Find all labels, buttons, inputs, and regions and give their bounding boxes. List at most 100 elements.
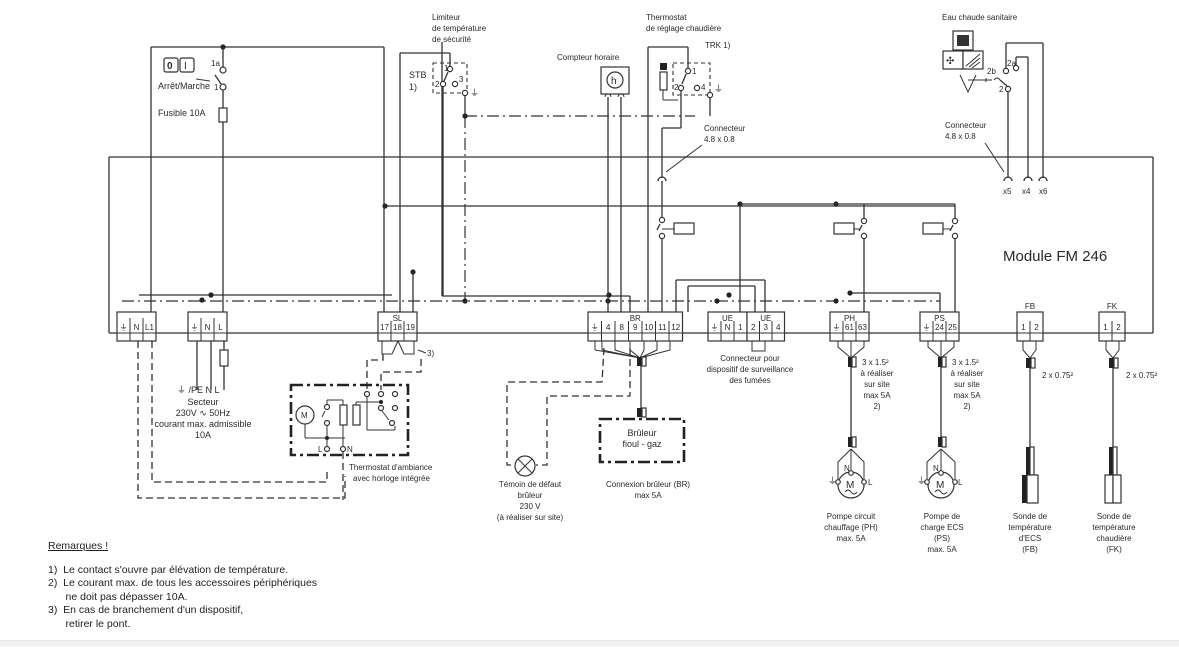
terminal-pin: 19	[406, 323, 415, 332]
pump-ps-motor: M	[936, 480, 944, 491]
trk-title-2: de réglage chaudière	[646, 24, 722, 33]
switch-label: Arrêt/Marche	[158, 81, 210, 91]
terminal-pin: 11	[658, 323, 667, 332]
terminal-name: FK	[1107, 302, 1118, 311]
terminal-name: BR	[630, 314, 641, 323]
remark-3: 3) En cas de branchement d'un dispositif…	[48, 604, 244, 630]
terminal-pin: N	[134, 323, 140, 332]
stb-title-1: Limiteur	[432, 13, 461, 22]
pump-ph-n: N	[844, 464, 850, 473]
flue-connector-1: Connecteur pour	[720, 354, 780, 363]
ground-icon: ⏚	[917, 476, 926, 486]
relay-ps	[922, 204, 959, 312]
terminal-pin: 4	[776, 323, 781, 332]
terminal-pin: 1	[1103, 323, 1108, 332]
svg-text:2): 2)	[963, 402, 970, 411]
terminal-pin: 1	[1021, 323, 1026, 332]
remarks-section: Remarques ! 1) Le contact s'ouvre par él…	[48, 540, 317, 631]
sensor-fk-4: (FK)	[1106, 545, 1122, 554]
cable-ph-label: 3 x 1.5² à réaliser sur site max 5A 2)	[861, 358, 894, 411]
svg-text:✣: ✣	[946, 56, 954, 67]
dhw-contact-2a: 2a	[1007, 59, 1016, 68]
fault-lamp-2: brûleur	[518, 491, 543, 500]
burner-caption-1: Connexion brûleur (BR)	[606, 480, 690, 489]
terminal-name: SL	[393, 314, 403, 323]
room-thermostat-motor: M	[301, 411, 308, 420]
terminal-pin: ⏚	[833, 323, 841, 332]
pump-ps	[924, 341, 958, 499]
terminal-pin: ⏚	[923, 323, 931, 332]
terminal-pin: ⏚	[591, 323, 599, 332]
cable-fk-label: 2 x 0.75²	[1126, 371, 1157, 380]
mains-wires	[196, 341, 229, 390]
mains-line-4: 10A	[195, 430, 211, 440]
sensor-fk-2: température	[1092, 523, 1136, 532]
room-thermostat-label-1: Thermostat d'ambiance	[349, 463, 433, 472]
pump-ph	[835, 341, 867, 499]
stb-note: 1)	[409, 82, 417, 92]
terminal-pin: L	[218, 323, 223, 332]
flue-connector-2: dispositif de surveillance	[707, 365, 794, 374]
stb-contact-3: 3	[459, 75, 464, 84]
terminal-pin: N	[725, 323, 731, 332]
terminal-name: UE	[722, 314, 733, 323]
terminal-pin: 2	[1116, 323, 1121, 332]
fuse-label: Fusible 10A	[158, 108, 206, 118]
terminal-pin: 25	[948, 323, 957, 332]
bus-lines	[122, 42, 955, 302]
sensor-fk	[1104, 341, 1122, 504]
off-label: 0	[167, 61, 173, 72]
terminal-pin: 61	[845, 323, 854, 332]
cable-fb-label: 2 x 0.75²	[1042, 371, 1073, 380]
horizontal-scrollbar[interactable]	[0, 640, 1179, 647]
room-thermostat-label-2: avec horloge intégrée	[353, 474, 430, 483]
room-thermostat-l: L	[318, 445, 323, 454]
terminal-name: PH	[844, 314, 855, 323]
pump-ps-label-2: charge ECS	[920, 523, 963, 532]
dhw-contact-2: 2	[999, 85, 1004, 94]
terminal-name: FB	[1025, 302, 1035, 311]
terminal-pin: 8	[620, 323, 625, 332]
terminal-pin: 18	[393, 323, 402, 332]
terminal-pin: 10	[644, 323, 653, 332]
sensor-fk-1: Sonde de	[1097, 512, 1132, 521]
svg-text:2): 2)	[873, 402, 880, 411]
terminal-pin: ⏚	[191, 323, 199, 332]
fault-lamp-3: 230 V	[520, 502, 542, 511]
terminal-pin: 3	[764, 323, 769, 332]
hour-counter-label: Compteur horaire	[557, 53, 620, 62]
pump-ps-label-1: Pompe de	[924, 512, 961, 521]
trk-contact-4: 4	[701, 83, 706, 92]
dhw-title: Eau chaude sanitaire	[942, 13, 1018, 22]
terminal-pin: 2	[751, 323, 756, 332]
pump-ph-l: L	[868, 478, 873, 487]
connector-mid-2: 4.8 x 0.8	[704, 135, 735, 144]
terminal-pin: 24	[935, 323, 944, 332]
dhw-tap-icon: ✣	[942, 30, 1001, 94]
terminal-pin: N	[205, 323, 211, 332]
dhw-connector-2: 4.8 x 0.8	[945, 132, 976, 141]
relay-coil-br	[673, 222, 695, 235]
ground-icon: ⏚	[470, 88, 479, 98]
pump-ps-n: N	[933, 464, 939, 473]
terminal-pin: 12	[671, 323, 680, 332]
trk-contact-1: 1	[692, 67, 697, 76]
module-label: Module FM 246	[1003, 248, 1107, 265]
pump-ph-label-3: max. 5A	[836, 534, 866, 543]
svg-text:3 x 1.5²: 3 x 1.5²	[862, 358, 889, 367]
mains-line-1: Secteur	[187, 397, 218, 407]
fault-lamp-1: Témoin de défaut	[499, 480, 562, 489]
stb-name: STB	[409, 70, 427, 80]
stb-contact-1: 1	[444, 64, 449, 73]
on-label: I	[184, 61, 187, 72]
